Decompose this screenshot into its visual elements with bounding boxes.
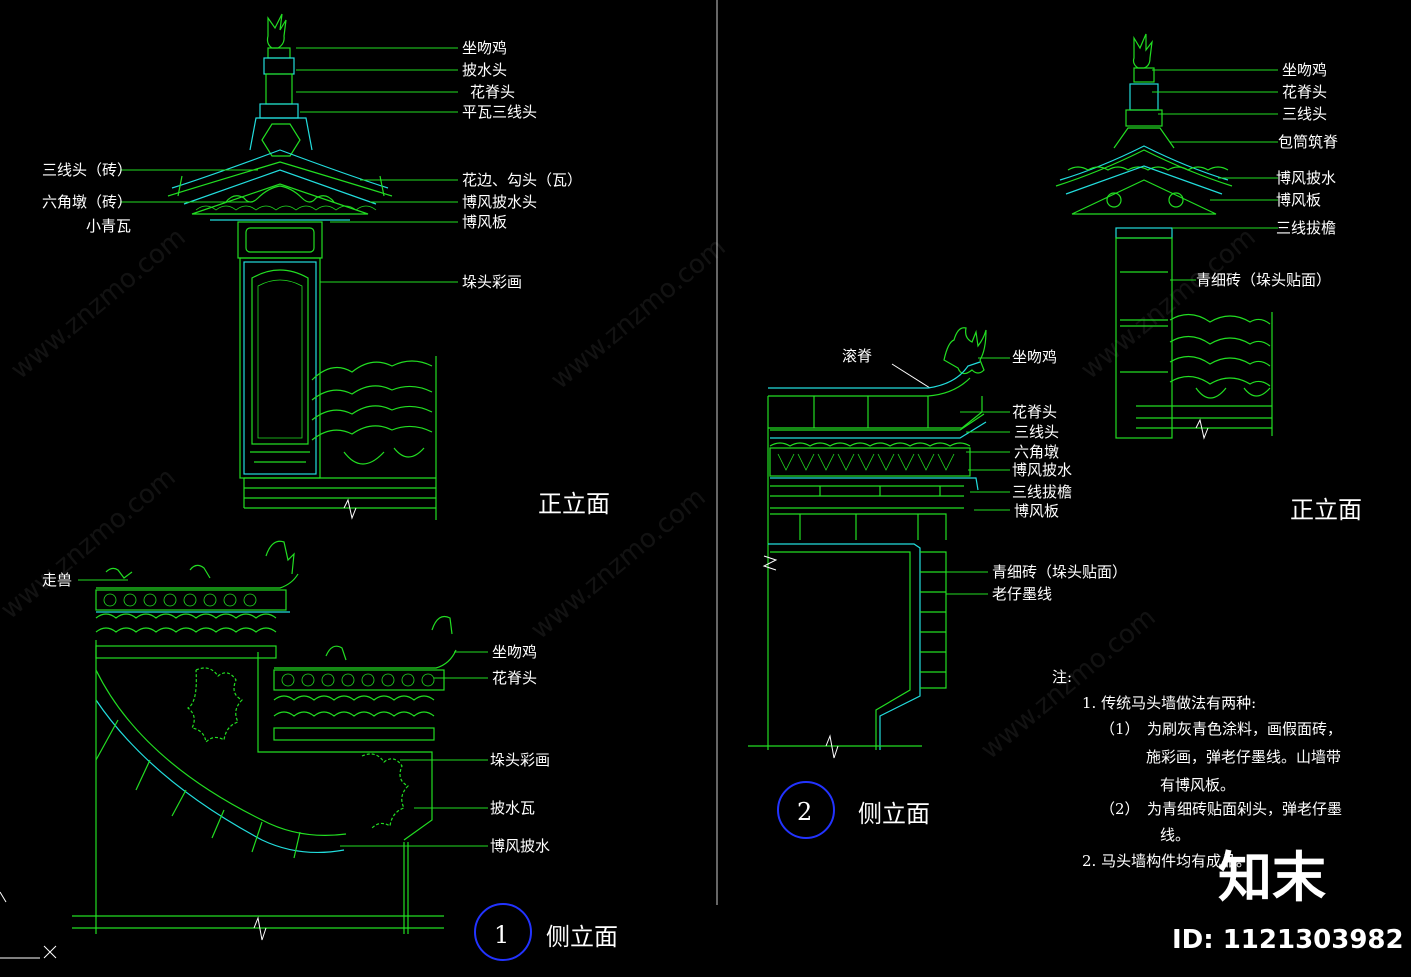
ucs-icon (0, 891, 57, 959)
callout-label: 六角墩（砖） (42, 193, 132, 211)
callout-label: 三线头 (1282, 105, 1327, 123)
callout-label: 平瓦三线头 (462, 103, 537, 121)
view-number: 2 (797, 798, 812, 826)
callout-label: 花脊头 (1282, 83, 1327, 101)
watermark-layer: www.znzmo.com www.znzmo.com www.znzmo.co… (0, 222, 1262, 765)
watermark-text: www.znzmo.com (1075, 222, 1261, 385)
callout-label: 三线头 (1014, 423, 1059, 441)
watermark-text: www.znzmo.com (5, 222, 191, 385)
drawing1-front-labels: 坐吻鸡 披水头 花脊头 平瓦三线头 花边、勾头（瓦） 博风披水头 博风板 垛头彩… (42, 39, 610, 518)
callout-label: 垛头彩画 (462, 273, 522, 291)
note-line: 线。 (1160, 826, 1190, 844)
callout-label: 花脊头 (1012, 403, 1057, 421)
callout-label: 花脊头 (470, 83, 515, 101)
view-number-circle (474, 903, 532, 961)
view-title: 正立面 (538, 490, 610, 518)
callout-label: 三线拔檐 (1012, 483, 1072, 501)
callout-label: 博风板 (1014, 502, 1059, 520)
callout-label: 走兽 (42, 571, 72, 589)
callout-label: 青细砖（垛头贴面） (992, 563, 1127, 581)
callout-label: 披水瓦 (490, 799, 535, 817)
note-line: 有博风板。 (1160, 776, 1235, 794)
note-line: 施彩画，弹老仔墨线。山墙带 (1146, 748, 1341, 766)
drawing1-front-elevation (120, 13, 458, 520)
callout-label: 三线拔檐 (1276, 219, 1336, 237)
callout-label: 坐吻鸡 (1282, 61, 1327, 79)
callout-label: 博风披水 (1012, 461, 1072, 479)
callout-label: 披水头 (462, 61, 507, 79)
view-title: 正立面 (1290, 496, 1362, 524)
drawing2-front-labels: 坐吻鸡 花脊头 三线头 包筒筑脊 博风披水 博风板 三线拔檐 青细砖（垛头贴面）… (1196, 61, 1362, 524)
view-number: 1 (494, 921, 509, 949)
view-number-circle (777, 781, 835, 839)
notes-heading: 注: (1052, 668, 1072, 686)
drawing1-side-elevation (72, 540, 532, 961)
callout-label: 博风披水 (1276, 169, 1336, 187)
note-line: （1） 为刷灰青色涂料，画假面砖， (1100, 720, 1342, 738)
callout-label: 六角墩 (1014, 443, 1059, 461)
callout-label: 滚脊 (842, 347, 872, 365)
callout-label: 坐吻鸡 (462, 39, 507, 57)
image-id-text: ID: 1121303982 (1172, 925, 1404, 955)
callout-label: 花边、勾头（瓦） (462, 171, 582, 189)
view-title: 侧立面 (546, 923, 618, 951)
notes-block: 注: 1. 传统马头墙做法有两种: （1） 为刷灰青色涂料，画假面砖， 施彩画，… (1052, 668, 1342, 870)
callout-label: 博风板 (1276, 191, 1321, 209)
note-line: 2. 马头墙构件均有成品。 (1082, 852, 1251, 870)
view-title: 侧立面 (858, 800, 930, 828)
callout-label: 博风板 (462, 213, 507, 231)
note-line: （2） 为青细砖贴面剁头，弹老仔墨 (1100, 800, 1342, 818)
callout-label: 博风披水 (490, 837, 550, 855)
note-line: 1. 传统马头墙做法有两种: (1082, 694, 1256, 712)
callout-label: 青细砖（垛头贴面） (1196, 271, 1331, 289)
drawing2-side-labels: 滚脊 坐吻鸡 花脊头 三线头 六角墩 博风披水 三线拔檐 博风板 青细砖（垛头贴… (797, 347, 1127, 828)
callout-label: 三线头（砖） (42, 161, 132, 179)
callout-label: 老仔墨线 (992, 585, 1052, 603)
callout-label: 垛头彩画 (490, 751, 550, 769)
watermark-text: www.znzmo.com (0, 462, 182, 625)
drawing2-front-elevation (1055, 33, 1278, 440)
brand-logo-text: 知末 (1218, 846, 1326, 909)
callout-label: 坐吻鸡 (1012, 348, 1057, 366)
callout-label: 小青瓦 (86, 217, 131, 235)
callout-label: 博风披水头 (462, 193, 537, 211)
drawing1-side-labels: 走兽 坐吻鸡 花脊头 垛头彩画 披水瓦 博风披水 1 侧立面 (42, 571, 618, 951)
callout-label: 坐吻鸡 (492, 643, 537, 661)
callout-label: 花脊头 (492, 669, 537, 687)
drawing2-side-elevation (748, 327, 1010, 839)
watermark-text: www.znzmo.com (545, 232, 731, 395)
brand-watermark: 知末 ID: 1121303982 (1172, 846, 1404, 955)
callout-label: 包筒筑脊 (1278, 133, 1338, 151)
